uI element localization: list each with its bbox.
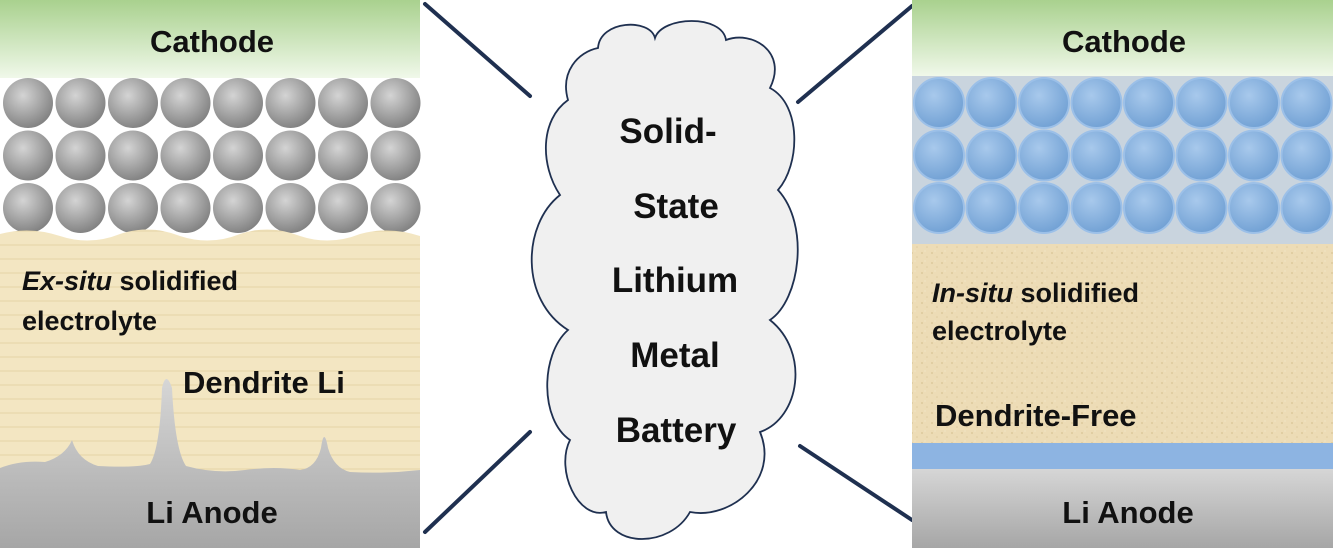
blue-particle	[913, 129, 965, 182]
left-li-anode	[0, 379, 420, 548]
blue-particle	[1175, 182, 1228, 234]
gray-particle	[108, 78, 158, 128]
blue-particle	[913, 182, 965, 234]
gray-particle	[3, 183, 53, 233]
in-situ-text: In-situ	[932, 278, 1013, 308]
cloud-text-line4: Metal	[630, 336, 719, 375]
left-electrolyte-line2: electrolyte	[22, 306, 157, 336]
right-solidified-text: solidified	[1013, 278, 1139, 308]
blue-particle	[1123, 182, 1175, 234]
gray-particle	[370, 78, 421, 128]
cloud-text-line3: Lithium	[612, 261, 738, 300]
left-cathode-layer	[0, 0, 420, 80]
connector-top-left	[423, 2, 532, 98]
center-cloud: Solid- State Lithium Metal Battery	[530, 20, 799, 540]
gray-particle	[55, 183, 106, 233]
right-panel: Cathode In-situ solidified electrolyte D…	[912, 0, 1333, 548]
blue-particle	[1228, 77, 1280, 129]
gray-particle	[265, 78, 316, 128]
blue-particle	[1228, 182, 1280, 234]
gray-particle	[160, 130, 211, 181]
connector-bottom-right	[798, 444, 914, 522]
left-cathode-label: Cathode	[150, 24, 274, 59]
cloud-text-line2: State	[633, 187, 719, 226]
gray-particle	[213, 130, 263, 181]
blue-particle	[1018, 129, 1070, 182]
right-electrolyte-layer	[912, 244, 1333, 444]
left-solidified-text: solidified	[112, 266, 238, 296]
blue-particle	[965, 129, 1018, 182]
gray-particle	[370, 183, 421, 233]
cloud-shape	[530, 20, 799, 540]
gray-particle	[108, 183, 158, 233]
blue-particle	[1070, 182, 1123, 234]
blue-particle-grid	[913, 77, 1333, 234]
gray-particle	[213, 183, 263, 233]
blue-particle	[1018, 182, 1070, 234]
blue-particle	[1070, 77, 1123, 129]
gray-particle	[160, 78, 211, 128]
right-electrolyte-line2: electrolyte	[932, 316, 1067, 346]
gray-particle	[108, 130, 158, 181]
gray-particle	[160, 183, 211, 233]
blue-particle	[965, 182, 1018, 234]
connector-lines	[423, 2, 914, 534]
right-li-anode	[912, 469, 1333, 548]
right-cathode-label: Cathode	[1062, 24, 1186, 59]
gray-particle	[318, 130, 368, 181]
gray-particle	[55, 78, 106, 128]
left-electrolyte-label: Ex-situ solidified	[22, 266, 238, 296]
gray-particle-grid	[3, 78, 421, 233]
gray-particle	[318, 183, 368, 233]
gray-particle	[3, 78, 53, 128]
connector-bottom-left	[423, 430, 532, 534]
left-anode-label: Li Anode	[146, 495, 277, 530]
blue-particle	[1175, 129, 1228, 182]
cloud-text-line5: Battery	[616, 411, 737, 450]
blue-particle	[965, 77, 1018, 129]
blue-particle	[1070, 129, 1123, 182]
gray-particle	[370, 130, 421, 181]
dendrite-free-label: Dendrite-Free	[935, 398, 1137, 433]
right-cathode-layer	[912, 0, 1333, 78]
gray-particle	[213, 78, 263, 128]
gray-particle	[55, 130, 106, 181]
connector-top-right	[796, 4, 914, 104]
gray-particle	[318, 78, 368, 128]
right-electrolyte-label: In-situ solidified	[932, 278, 1139, 308]
ex-situ-text: Ex-situ	[22, 266, 113, 296]
blue-particle	[1123, 77, 1175, 129]
blue-particle	[1228, 129, 1280, 182]
blue-particle	[1280, 182, 1333, 234]
blue-particle	[1280, 77, 1333, 129]
blue-particle	[1123, 129, 1175, 182]
gray-particle	[265, 183, 316, 233]
blue-particle	[1280, 129, 1333, 182]
left-panel: Cathode Ex-situ solidified electrolyte D…	[0, 0, 421, 548]
left-electrolyte-layer	[0, 229, 420, 480]
dendrite-li-label: Dendrite Li	[183, 365, 345, 400]
blue-particle	[913, 77, 965, 129]
gray-particle	[265, 130, 316, 181]
blue-particle	[1175, 77, 1228, 129]
cloud-text-line1: Solid-	[619, 112, 716, 151]
right-anode-label: Li Anode	[1062, 495, 1193, 530]
gray-particle	[3, 130, 53, 181]
interlayer-blue	[912, 443, 1333, 469]
blue-particle	[1018, 77, 1070, 129]
